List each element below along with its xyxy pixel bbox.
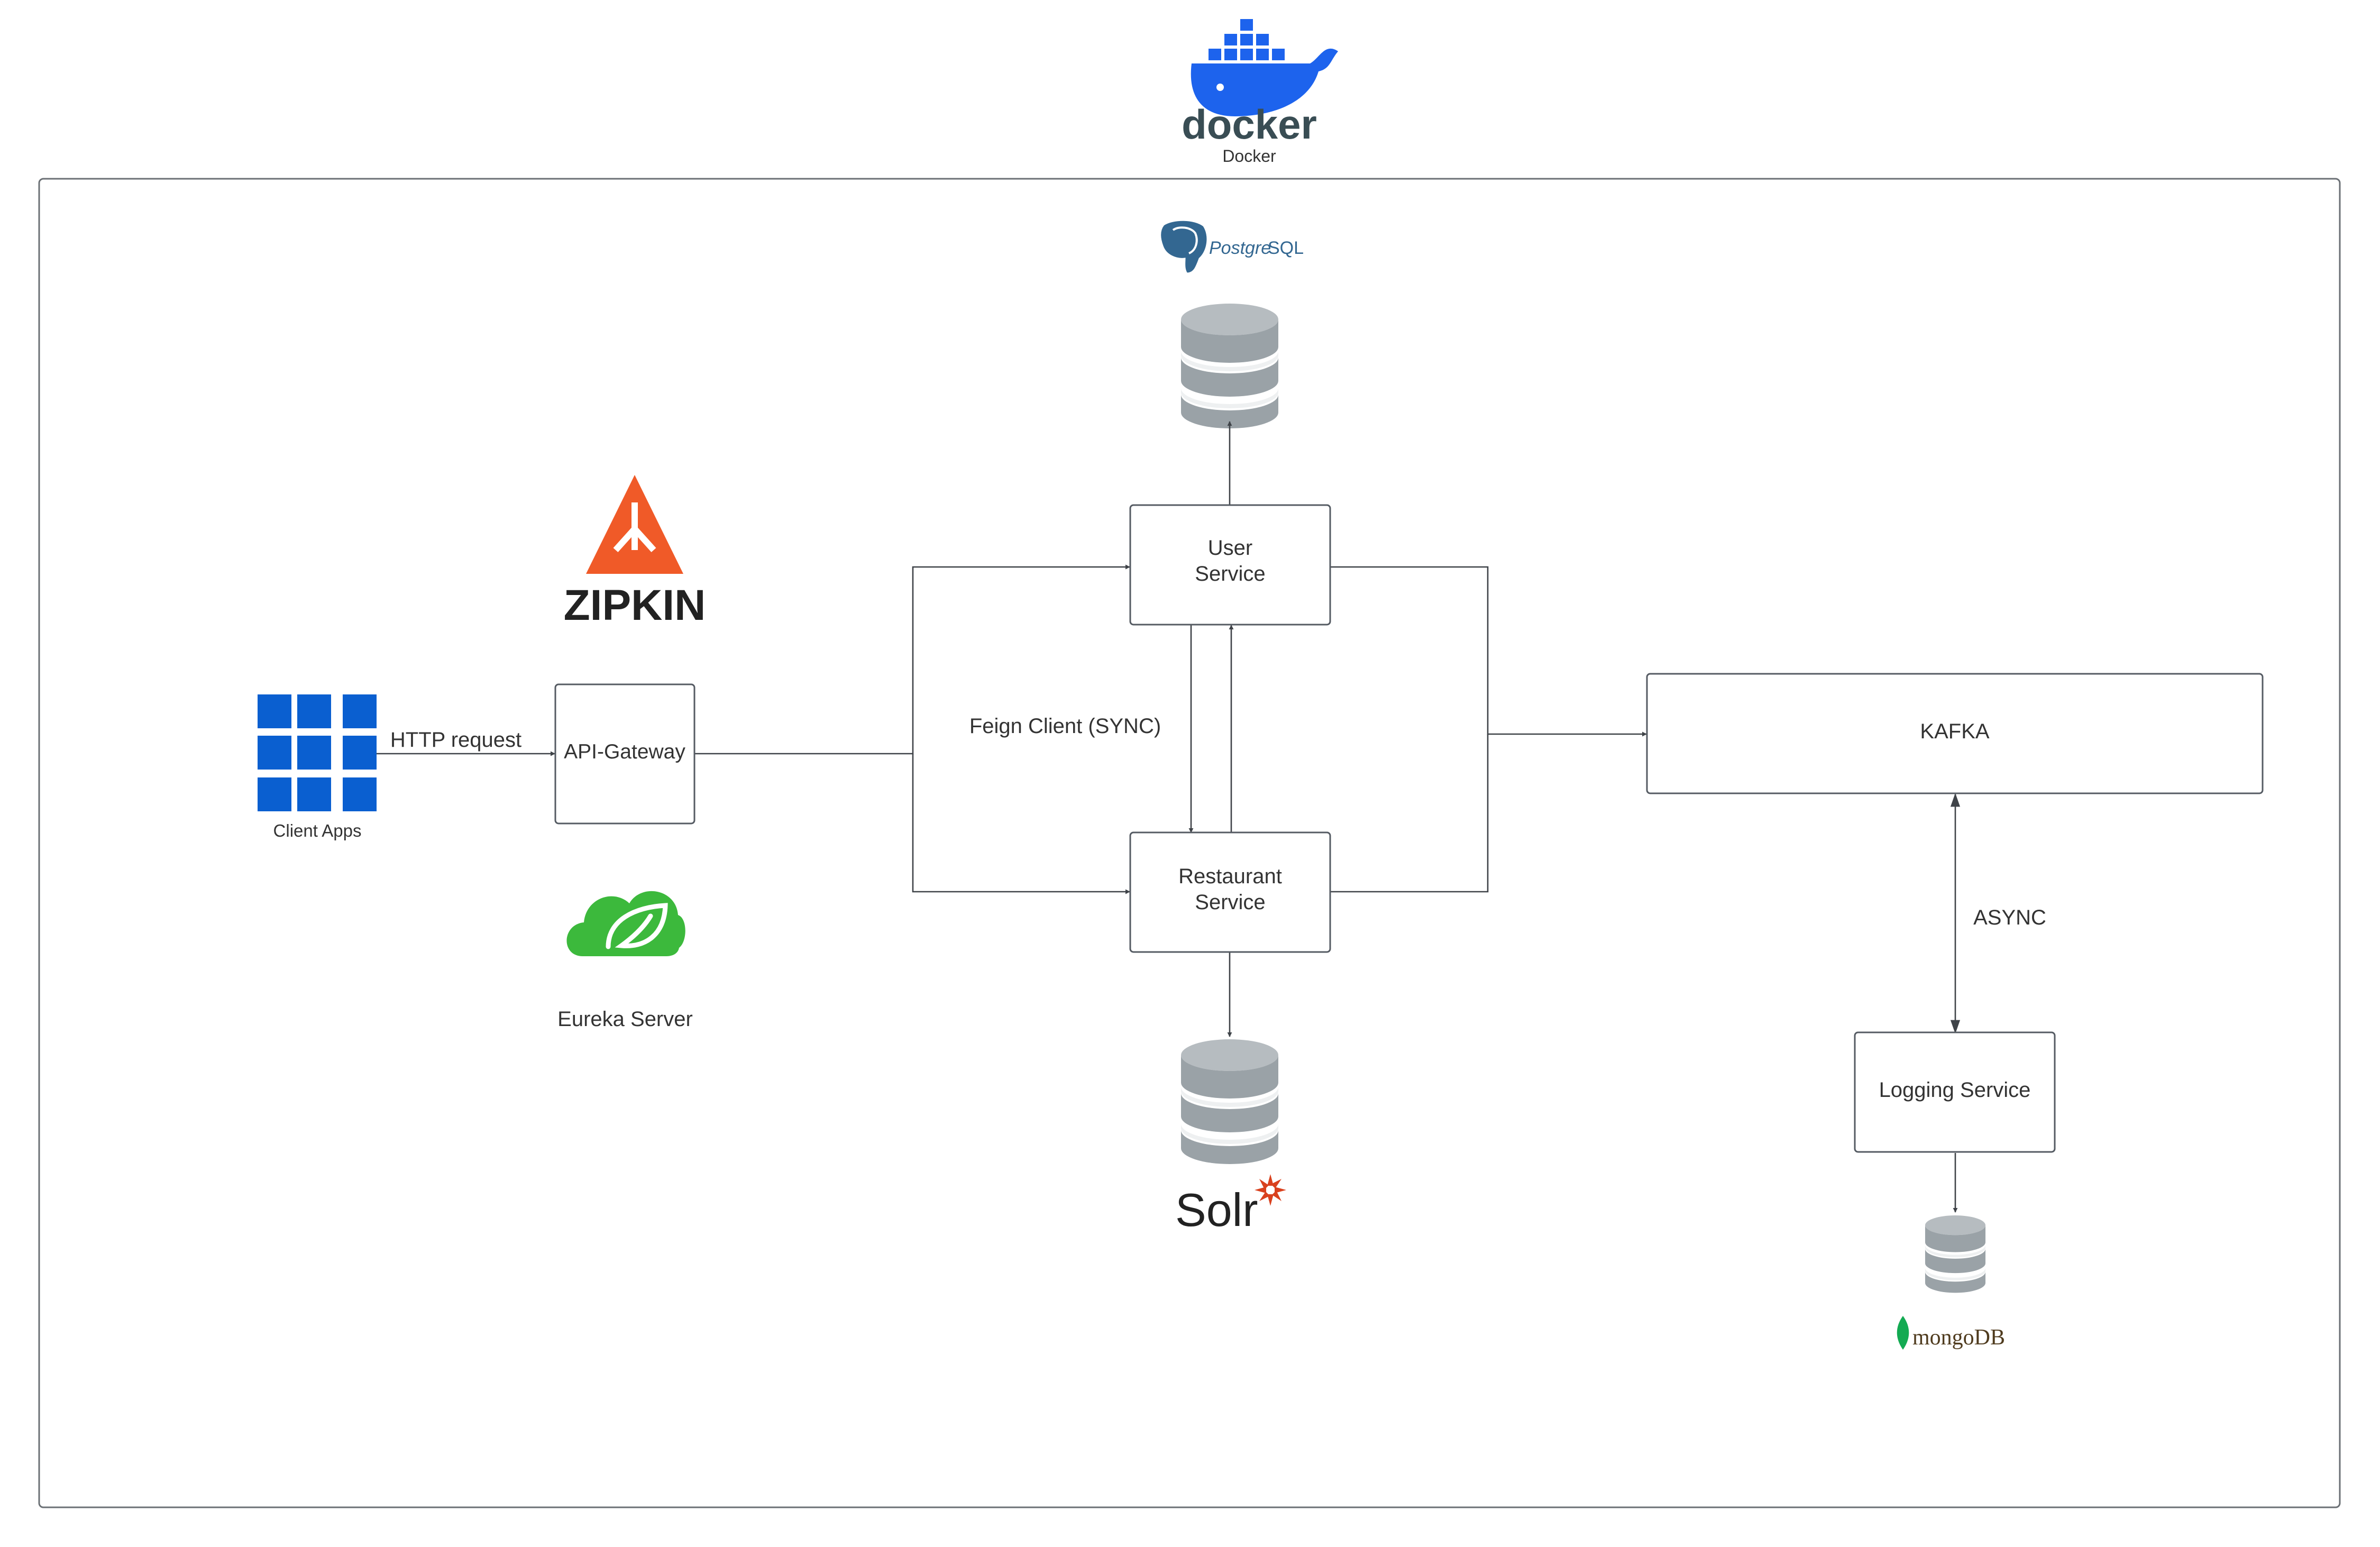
http-request-label-bg — [384, 728, 530, 751]
api-gateway-box[interactable] — [554, 683, 695, 825]
user-service-box[interactable] — [1129, 504, 1331, 626]
solr-text: Solr — [1175, 1184, 1258, 1236]
restaurant-to-kafka-line — [1330, 734, 1489, 893]
user-to-kafka-arrow — [1330, 566, 1647, 737]
postgresql-text-b: SQL — [1268, 238, 1304, 258]
restaurant-service-label-line2: Service — [1195, 891, 1265, 914]
solr-sun-icon — [1255, 1174, 1286, 1206]
gateway-to-user-arrow — [694, 564, 1130, 755]
logging-service-label: Logging Service — [1879, 1078, 2031, 1102]
kafka-label: KAFKA — [1920, 720, 1989, 743]
eureka-server-label: Eureka Server — [557, 1008, 693, 1031]
docker-whale-icon — [1191, 17, 1338, 116]
postgresql-text-a: Postgre — [1209, 238, 1271, 258]
kafka-box[interactable] — [1646, 673, 2264, 794]
user-service-label-line1: User — [1208, 536, 1252, 560]
api-gateway-label: API-Gateway — [564, 740, 685, 763]
mongodb-text: mongoDB — [1912, 1325, 2005, 1350]
eureka-spring-icon — [566, 891, 685, 956]
mongodb-logo: mongoDB — [1897, 1316, 2005, 1350]
mongodb-database-icon — [1925, 1215, 1986, 1293]
connectors — [377, 421, 1961, 1213]
solr-database-icon — [1181, 1039, 1278, 1164]
elephant-icon — [1159, 219, 1209, 274]
postgresql-logo: Postgre SQL — [1159, 219, 1304, 274]
docker-label: Docker — [1222, 147, 1276, 166]
feign-client-label: Feign Client (SYNC) — [969, 715, 1161, 738]
zipkin-logo: ZIPKIN — [564, 475, 706, 629]
client-apps-label: Client Apps — [273, 821, 362, 840]
zipkin-text: ZIPKIN — [564, 581, 706, 629]
mongodb-leaf-icon — [1897, 1316, 1909, 1350]
solr-logo: Solr — [1175, 1174, 1286, 1236]
http-request-label: HTTP request — [390, 728, 521, 752]
docker-logo-text: docker — [1182, 101, 1317, 148]
postgres-database-icon — [1181, 304, 1278, 428]
user-service-label-line2: Service — [1195, 562, 1265, 585]
restaurant-service-box[interactable] — [1129, 831, 1331, 953]
restaurant-service-label-line1: Restaurant — [1178, 865, 1282, 888]
async-label: ASYNC — [1973, 906, 2046, 929]
logging-service-box[interactable] — [1854, 1031, 2056, 1153]
docker-logo: docker Docker — [1182, 17, 1338, 166]
client-apps-grid-icon — [258, 694, 377, 811]
gateway-to-restaurant-arrow — [912, 754, 1130, 894]
docker-container — [38, 178, 2341, 1508]
